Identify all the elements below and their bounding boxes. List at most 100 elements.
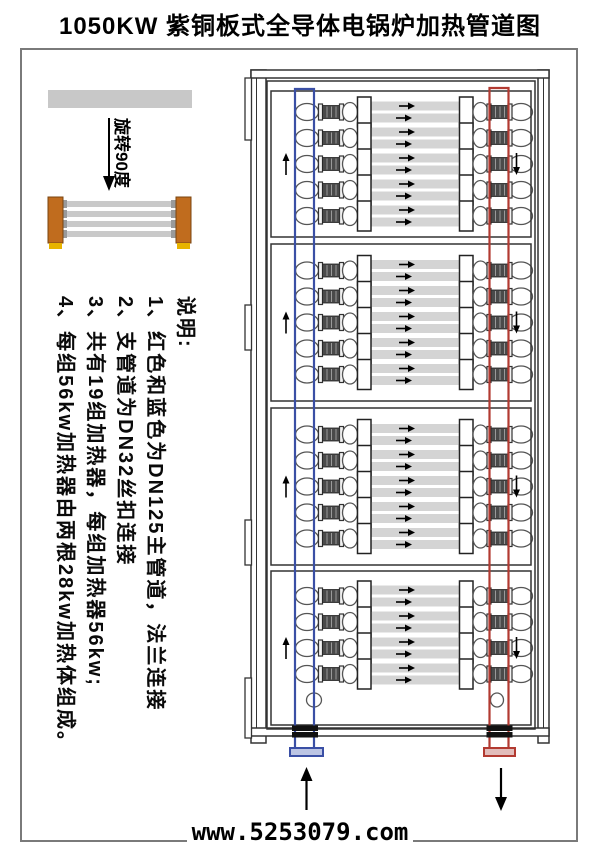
flow-arrow-icon bbox=[405, 377, 412, 384]
pipe-clamp bbox=[486, 725, 513, 731]
pipe-union-oval bbox=[508, 425, 534, 444]
flow-arrow-icon bbox=[405, 437, 412, 444]
pipe-union-oval bbox=[508, 154, 534, 174]
flow-arrow-icon bbox=[408, 102, 415, 110]
rotate-90-label: 旋转90度 bbox=[112, 118, 131, 188]
heater-row bbox=[294, 101, 534, 123]
pipe-union-oval bbox=[508, 638, 534, 658]
pipe-union-oval bbox=[508, 261, 534, 280]
heater-bracket bbox=[458, 658, 474, 690]
heater-rows-under bbox=[294, 101, 534, 708]
heater-bracket bbox=[356, 522, 372, 555]
flow-arrow-icon bbox=[405, 676, 412, 684]
heater-row bbox=[294, 286, 534, 307]
note-line: 3、共有19组加热器，每组加热器56kw; bbox=[84, 296, 106, 687]
flow-arrow-icon bbox=[408, 529, 415, 536]
pipe-union-oval bbox=[508, 529, 534, 548]
rail-bracket bbox=[244, 519, 253, 566]
flow-arrow-icon bbox=[408, 664, 415, 672]
outlet-arrow bbox=[495, 768, 507, 811]
heater-row bbox=[294, 585, 534, 607]
heater-row-fittings bbox=[317, 658, 513, 690]
flow-arrow-icon bbox=[408, 586, 415, 594]
flow-arrow-icon bbox=[408, 477, 415, 484]
pipe-union-oval bbox=[508, 365, 534, 384]
inlet-arrow bbox=[300, 767, 313, 810]
section-flow-arrows bbox=[282, 153, 520, 175]
pipe-union-oval bbox=[508, 586, 534, 606]
flow-arrow-icon bbox=[405, 598, 412, 606]
heater-row bbox=[294, 528, 534, 549]
heater-bracket bbox=[356, 358, 372, 391]
cabinet-frame bbox=[244, 69, 550, 744]
copper-plate-bar bbox=[48, 90, 192, 108]
enclosure-box bbox=[266, 80, 536, 730]
legend-graphic bbox=[47, 90, 192, 249]
note-line: 2、支管道为DN32丝扣连接 bbox=[114, 296, 136, 567]
diagram-title: 1050KW 紫铜板式全导体电锅炉加热管道图 bbox=[58, 13, 542, 40]
rail-bracket bbox=[244, 304, 253, 351]
supply-pipe-blue bbox=[289, 87, 324, 757]
heater-section-3 bbox=[270, 407, 532, 566]
element-end-block bbox=[175, 196, 192, 244]
flow-arrow-icon bbox=[405, 273, 412, 280]
left-rail bbox=[250, 69, 267, 744]
heater-bracket bbox=[356, 200, 372, 232]
flow-arrow-icon bbox=[405, 515, 412, 522]
element-end-block bbox=[47, 196, 64, 244]
rotate-arrow-icon bbox=[103, 118, 115, 191]
pipe-clamp bbox=[292, 725, 318, 731]
pipe-union-oval bbox=[508, 180, 534, 200]
flow-arrow-icon bbox=[408, 503, 415, 510]
top-bar bbox=[250, 69, 550, 79]
pipe-union-oval bbox=[508, 206, 534, 226]
return-pipe-red bbox=[483, 86, 516, 757]
flow-arrow-icon bbox=[405, 114, 412, 122]
pipe-union-oval bbox=[508, 451, 534, 470]
heater-section-2 bbox=[270, 243, 532, 402]
heater-row-fittings bbox=[317, 148, 513, 180]
spare-port-oval bbox=[489, 692, 505, 708]
flow-arrow-icon bbox=[408, 339, 415, 346]
heater-row bbox=[294, 179, 534, 201]
pipe-union-oval bbox=[508, 313, 534, 332]
notes-heading: 说明: bbox=[174, 296, 196, 349]
pipe-union-oval bbox=[508, 102, 534, 122]
flow-arrow-icon bbox=[408, 128, 415, 136]
note-line: 4、每组56kw加热器由两根28kw加热体组成。 bbox=[54, 296, 76, 753]
flow-arrow-icon bbox=[408, 287, 415, 294]
heater-bracket bbox=[356, 658, 372, 690]
flow-arrow-icon bbox=[405, 463, 412, 470]
heater-row-fittings bbox=[317, 470, 513, 503]
outlet-flange bbox=[483, 747, 516, 757]
element-foot bbox=[49, 243, 62, 249]
heater-rows-over bbox=[317, 96, 513, 690]
flow-arrow-icon bbox=[405, 624, 412, 632]
flow-arrow-icon bbox=[405, 351, 412, 358]
inlet-flange bbox=[289, 747, 324, 757]
flow-arrow-icon bbox=[408, 261, 415, 268]
heater-row bbox=[294, 260, 534, 281]
pipe-union-oval bbox=[508, 612, 534, 632]
rail-bracket bbox=[244, 677, 253, 739]
element-foot bbox=[177, 243, 190, 249]
flow-arrow-icon bbox=[408, 365, 415, 372]
pipe-union-oval bbox=[508, 128, 534, 148]
note-line: 1、红色和蓝色为DN125主管道，法兰连接 bbox=[144, 296, 166, 712]
heater-row-fittings bbox=[317, 522, 513, 555]
pipe-union-oval bbox=[508, 503, 534, 522]
rail-bracket bbox=[244, 77, 253, 141]
flow-arrow-icon bbox=[408, 638, 415, 646]
flow-arrow-icon bbox=[408, 206, 415, 214]
section-flow-arrows bbox=[282, 311, 520, 334]
watermark-url: www.5253079.com bbox=[186, 818, 414, 846]
flow-arrow-icon bbox=[405, 489, 412, 496]
heater-bracket bbox=[458, 200, 474, 232]
pipe-clamp bbox=[486, 732, 513, 738]
flow-arrow-icon bbox=[408, 451, 415, 458]
heater-row bbox=[294, 127, 534, 149]
section-flow-arrows bbox=[282, 475, 520, 498]
heater-row bbox=[294, 663, 534, 685]
